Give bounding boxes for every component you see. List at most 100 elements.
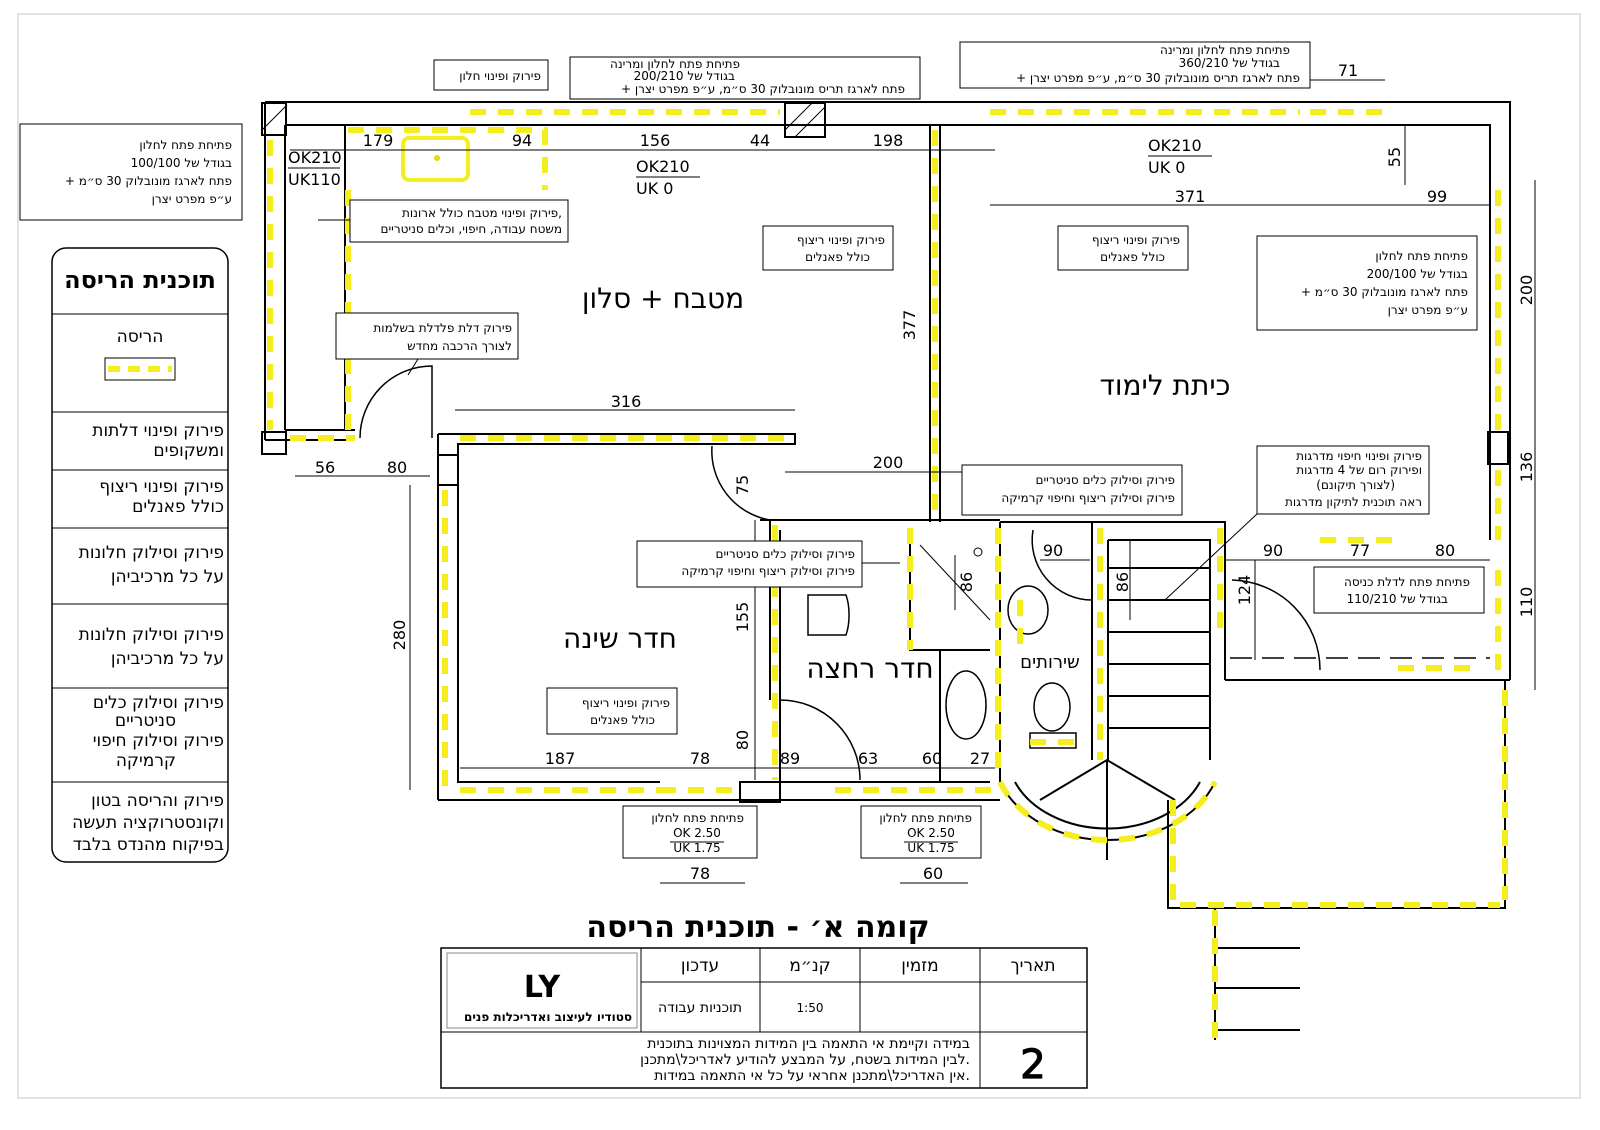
legend-row-2-a: פירוק ופינוי ריצוף	[99, 477, 224, 497]
svg-text:UK 1.75: UK 1.75	[907, 841, 954, 855]
dim-27: 27	[970, 749, 990, 768]
svg-text:פירוק ופינוי ריצוף: פירוק ופינוי ריצוף	[582, 696, 670, 710]
legend-row-6-b: וקונסטרוקציה תעשה	[72, 813, 224, 833]
room-toilets: שירותים	[1020, 652, 1080, 673]
dim-136: 136	[1517, 452, 1536, 483]
sheet-number: 2	[1020, 1042, 1045, 1088]
svg-text:ראה תוכנית לתיקון מדרגות: ראה תוכנית לתיקון מדרגות	[1285, 495, 1422, 509]
dim-75: 75	[733, 475, 752, 495]
bath-door-swing	[779, 699, 861, 781]
svg-text:בגודל של 360/210: בגודל של 360/210	[1179, 56, 1280, 70]
svg-text:פירוק ופינוי ריצוף: פירוק ופינוי ריצוף	[1092, 233, 1180, 247]
room-bedroom: חדר שינה	[563, 622, 677, 655]
legend-row-1-b: ומשקופים	[153, 441, 224, 461]
note-box-top-center	[569, 56, 921, 100]
legend-row-6-a: פירוק והריסה בטון	[91, 791, 224, 811]
svg-text:פירוק ופינוי חלון: פירוק ופינוי חלון	[459, 69, 541, 83]
code-ok210-a: OK210	[288, 148, 342, 167]
header-scale: קנ״מ	[789, 956, 830, 976]
dim-155: 155	[733, 602, 752, 633]
stair-treads	[1108, 539, 1211, 760]
dim-187: 187	[545, 749, 576, 768]
svg-text:פירוק וסילוק כלים סניטריים: פירוק וסילוק כלים סניטריים	[1036, 473, 1176, 487]
dim-200-horizontal: 200	[873, 453, 904, 472]
svg-text:משטח עבודה, חיפוי, וכלים סניטר: משטח עבודה, חיפוי, וכלים סניטריים	[381, 222, 562, 236]
svg-text:OK 2.50: OK 2.50	[673, 826, 721, 840]
studio-logo: LY	[524, 970, 561, 1005]
dimension-lines	[290, 79, 1536, 884]
dim-110: 110	[1517, 587, 1536, 618]
note-box-toilet-removal	[961, 464, 1183, 516]
svg-text:פתיחת פתח לחלון: פתיחת פתח לחלון	[651, 811, 744, 825]
note-box-floor-kitchen	[762, 225, 894, 271]
bedroom-door-swing	[711, 445, 771, 521]
svg-text:לצורך הרכבה מחדש: לצורך הרכבה מחדש	[407, 339, 512, 353]
wc	[1033, 682, 1071, 732]
legend-heading: תוכנית הריסה	[64, 266, 216, 294]
dim-90-a: 90	[1043, 541, 1063, 560]
svg-text:כולל פאנלים: כולל פאנלים	[590, 713, 655, 727]
note-box-stairs	[1256, 445, 1430, 515]
stair-tower-curve	[999, 758, 1216, 860]
header-client: מזמין	[901, 956, 938, 976]
note-box-window-removal	[433, 59, 549, 91]
svg-text:פתיחת פתח לחלון ומרינה: פתיחת פתח לחלון ומרינה	[1160, 43, 1290, 57]
svg-text:פירוק וסילוק כלים סניטריים: פירוק וסילוק כלים סניטריים	[716, 547, 856, 561]
dim-63: 63	[858, 749, 878, 768]
column-1	[261, 102, 287, 136]
note-box-bottom-window-1	[622, 805, 758, 859]
dim-316: 316	[611, 392, 642, 411]
svg-text:פתיחת פתח לחלון ומרינה: פתיחת פתח לחלון ומרינה	[610, 57, 740, 71]
svg-text:פתיחת פתח לדלת כניסה: פתיחת פתח לדלת כניסה	[1344, 575, 1470, 589]
svg-text:בגודל של 200/100: בגודל של 200/100	[1367, 267, 1468, 281]
scale-value: 1:50	[797, 1001, 824, 1015]
note-box-bath-removal	[636, 540, 863, 588]
dim-78-a: 78	[690, 749, 710, 768]
entry-door-swing	[359, 365, 433, 439]
legend-row-2-b: כולל פאנלים	[132, 497, 224, 517]
dim-78-b: 78	[690, 864, 710, 883]
note-box-top-right	[959, 41, 1311, 89]
room-kitchen-living: מטבח + סלון	[582, 282, 744, 315]
dim-44: 44	[750, 131, 770, 150]
annotation-notes: פתיחת פתח לחלון בגודל של 100/100 + פתח ל…	[19, 41, 1485, 859]
note-box-window-right	[1256, 235, 1478, 331]
dim-371: 371	[1175, 187, 1206, 206]
svg-text:כולל פאנלים: כולל פאנלים	[805, 250, 870, 264]
dim-80-b: 80	[733, 730, 752, 750]
header-update: עדכון	[681, 956, 719, 976]
note-box-kitchen-removal	[349, 199, 569, 243]
divider-wall	[929, 125, 941, 522]
header-date: תאריך	[1010, 956, 1055, 976]
room-labels: מטבח + סלון כיתת לימוד חדר שינה חדר רחצה…	[563, 282, 1230, 685]
disclaimer-3: אין האדריכל\מתכנן אחראי על כל אי התאמה ב…	[654, 1068, 970, 1084]
outer-wall-left	[264, 101, 1511, 441]
note-box-floor-study	[1057, 225, 1189, 271]
dim-156: 156	[640, 131, 671, 150]
height-codes: OK210 UK110 OK210 UK 0 OK210 UK 0	[288, 136, 1212, 198]
toilet-basin	[1007, 585, 1049, 635]
dim-200-vertical: 200	[1517, 275, 1536, 306]
svg-text:+ פתח לארגז תריס מונובלוק 30 ס: + פתח לארגז תריס מונובלוק 30 ס״מ, ע״פ מפ…	[1016, 71, 1300, 85]
svg-text:פירוק ופינוי ריצוף: פירוק ופינוי ריצוף	[797, 233, 885, 247]
svg-text:(לצורך תיקונם): (לצורך תיקונם)	[1316, 478, 1395, 492]
note-box-entry-door	[1313, 566, 1485, 614]
sink-drain	[434, 155, 440, 161]
svg-text:פתיחת פתח לחלון: פתיחת פתח לחלון	[1375, 249, 1468, 263]
column-4	[261, 431, 287, 455]
svg-text:פירוק וסילוק ריצוף וחיפוי קרמי: פירוק וסילוק ריצוף וחיפוי קרמיקה	[681, 564, 855, 578]
note-box-bottom-window-2	[860, 805, 982, 859]
update-value: תוכניות עבודה	[658, 1000, 742, 1016]
bathroom-walls	[760, 519, 1000, 782]
legend-row-3-b: על כל מרכיביהן	[111, 567, 224, 587]
floor-plan	[261, 101, 1511, 1040]
svg-text:פירוק דלת פלדלת בשלמות: פירוק דלת פלדלת בשלמות	[373, 321, 512, 335]
dimensions: 179 94 156 44 198 71 55 371 99 377 200 1…	[315, 61, 1536, 883]
bath-basin	[945, 670, 987, 740]
svg-text:ופירוק רום של 4 מדרגות: ופירוק רום של 4 מדרגות	[1296, 463, 1422, 477]
column-2	[784, 102, 826, 138]
dim-71: 71	[1338, 61, 1358, 80]
code-ok210-b: OK210	[636, 157, 690, 176]
svg-text:UK 1.75: UK 1.75	[673, 841, 720, 855]
svg-text:בגודל של 200/210: בגודל של 200/210	[634, 69, 735, 83]
